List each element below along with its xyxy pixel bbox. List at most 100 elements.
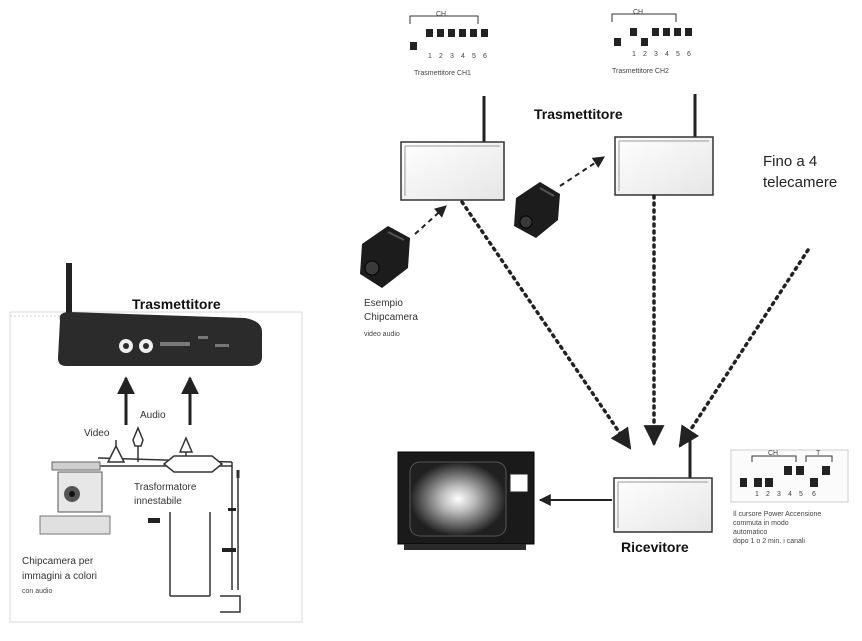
- receiver-dip-bracket-t: [805, 455, 833, 462]
- receiver-dip-knob-5: [796, 466, 804, 475]
- transformer-mark-2: [222, 548, 236, 552]
- dip-ch1-num-5: 5: [472, 53, 476, 60]
- dip-ch1-num-6: 6: [483, 53, 487, 60]
- receiver-dip-num-1: 1: [755, 491, 759, 498]
- dip-ch1-knob-5: [459, 29, 466, 37]
- dip-ch1-header: CH: [436, 11, 447, 18]
- dip-ch2-num-3: 3: [654, 51, 658, 58]
- receiver: [613, 436, 713, 533]
- right-transmitter-title: Trasmettitore: [534, 106, 623, 122]
- dip-ch1-knob-1: [410, 42, 417, 50]
- tx1-caption: Trasmettitore CH1: [414, 70, 471, 77]
- transformer-mark: [228, 508, 236, 511]
- dip-ch2-num-6: 6: [687, 51, 691, 58]
- camera-ch1: [360, 226, 410, 288]
- dip-ch2-num-5: 5: [676, 51, 680, 58]
- tv-monitor-icon: [397, 451, 535, 550]
- chipcamera-plate: [39, 515, 111, 535]
- tx2-caption: Trasmettitore CH2: [612, 68, 669, 75]
- audio-label: Audio: [140, 410, 166, 421]
- dip-ch2-knob-1: [614, 38, 621, 46]
- receiver-note-3: automatico: [733, 529, 768, 536]
- receiver-dip-knob-7: [822, 466, 830, 475]
- right-panel: [360, 13, 849, 550]
- audio-jack-center: [143, 343, 149, 349]
- tv-control-panel: [509, 473, 529, 493]
- receiver-dip-switch: [730, 449, 849, 503]
- tx1-to-receiver-signal: [460, 200, 632, 450]
- receiver-note-1: Il cursore Power Accensione: [733, 511, 822, 518]
- camera-ch1-lens-icon: [364, 260, 380, 276]
- chipcamera-stand-top: [51, 461, 101, 471]
- receiver-dip-border: [730, 449, 849, 503]
- dip-ch1-knob-4: [448, 29, 455, 37]
- dip-ch2-knob-5: [663, 28, 670, 36]
- dip-ch2-knob-6: [674, 28, 681, 36]
- left-chipcamera: [39, 461, 111, 535]
- camera2-to-tx2-arrow: [559, 156, 606, 187]
- transformer-pin: [148, 518, 160, 523]
- receiver-box: [613, 477, 713, 533]
- transmitter-ch2-inner: [618, 140, 709, 191]
- left-transmitter-body: [58, 312, 262, 366]
- receiver-inner: [617, 481, 708, 528]
- receiver-dip-knob-2: [754, 478, 762, 487]
- dip-ch2-num-4: 4: [665, 51, 669, 58]
- receiver-label: Ricevitore: [621, 539, 689, 555]
- receiver-dip-bracket-ch: [751, 455, 797, 462]
- dip-switch-ch2: [611, 13, 692, 46]
- video-plug-icon: [106, 444, 126, 463]
- camera-ch2-highlight: [539, 187, 555, 197]
- transmitter-ch1-box: [400, 141, 505, 201]
- camera-ch2-body: [514, 182, 560, 238]
- audio-plug-icon: [132, 426, 144, 447]
- video-label: Video: [84, 428, 110, 439]
- receiver-dip-knob-1: [740, 478, 747, 487]
- camera-lens-center: [69, 491, 75, 497]
- left-transmitter-antenna: [66, 263, 72, 325]
- transformer-label-1: Trasformatore: [134, 482, 197, 493]
- left-transmitter-port-icon: [198, 336, 208, 339]
- dip-ch1-num-1: 1: [428, 53, 432, 60]
- left-transmitter-label-plate: [160, 342, 190, 346]
- dip-ch2-num-1: 1: [632, 51, 636, 58]
- example-line-3: video audio: [364, 331, 400, 338]
- dip-ch1-bracket: [409, 15, 479, 24]
- receiver-dip-num-3: 3: [777, 491, 781, 498]
- transmitter-ch2: [614, 94, 714, 196]
- camera-caption-2: immagini a colori: [22, 571, 98, 582]
- receiver-dip-num-5: 5: [799, 491, 803, 498]
- connector-plug-icon: [178, 436, 194, 453]
- dip-switch-ch1: [409, 15, 488, 50]
- transformer: [148, 508, 236, 597]
- dip-ch2-knob-2: [630, 28, 637, 36]
- dip-ch2-header: CH: [633, 9, 644, 16]
- transmitter-ch2-box: [614, 136, 714, 196]
- tv-foot: [404, 544, 526, 550]
- transmitter-ch1-inner: [404, 145, 500, 196]
- camera1-to-tx1-arrow: [414, 205, 447, 235]
- more-cameras-to-receiver-signal: [678, 248, 810, 448]
- camera-ch2: [514, 182, 560, 238]
- example-line-2: Chipcamera: [364, 312, 418, 323]
- camera-ch1-body: [360, 226, 410, 288]
- left-panel: [9, 263, 303, 623]
- receiver-dip-header-ch: CH: [768, 450, 779, 457]
- transmitter-ch1: [400, 96, 505, 201]
- receiver-dip-header-t: T: [816, 450, 821, 457]
- dip-ch1-knob-2: [426, 29, 433, 37]
- receiver-dip-knob-6: [810, 478, 818, 487]
- tv-screen: [409, 461, 507, 537]
- receiver-note-4: dopo 1 o 2 min. i canali: [733, 538, 805, 545]
- left-transmitter-port-icon-2: [215, 344, 229, 347]
- camera-ch2-lens-icon: [519, 215, 533, 229]
- video-jack-center: [123, 343, 129, 349]
- dip-ch2-knob-7: [685, 28, 692, 36]
- camera-ch1-highlight: [387, 231, 405, 241]
- dip-ch1-num-2: 2: [439, 53, 443, 60]
- receiver-dip-num-6: 6: [812, 491, 816, 498]
- receiver-dip-knob-4: [784, 466, 792, 475]
- example-line-1: Esempio: [364, 298, 403, 309]
- transformer-label-2: innestabile: [134, 496, 182, 507]
